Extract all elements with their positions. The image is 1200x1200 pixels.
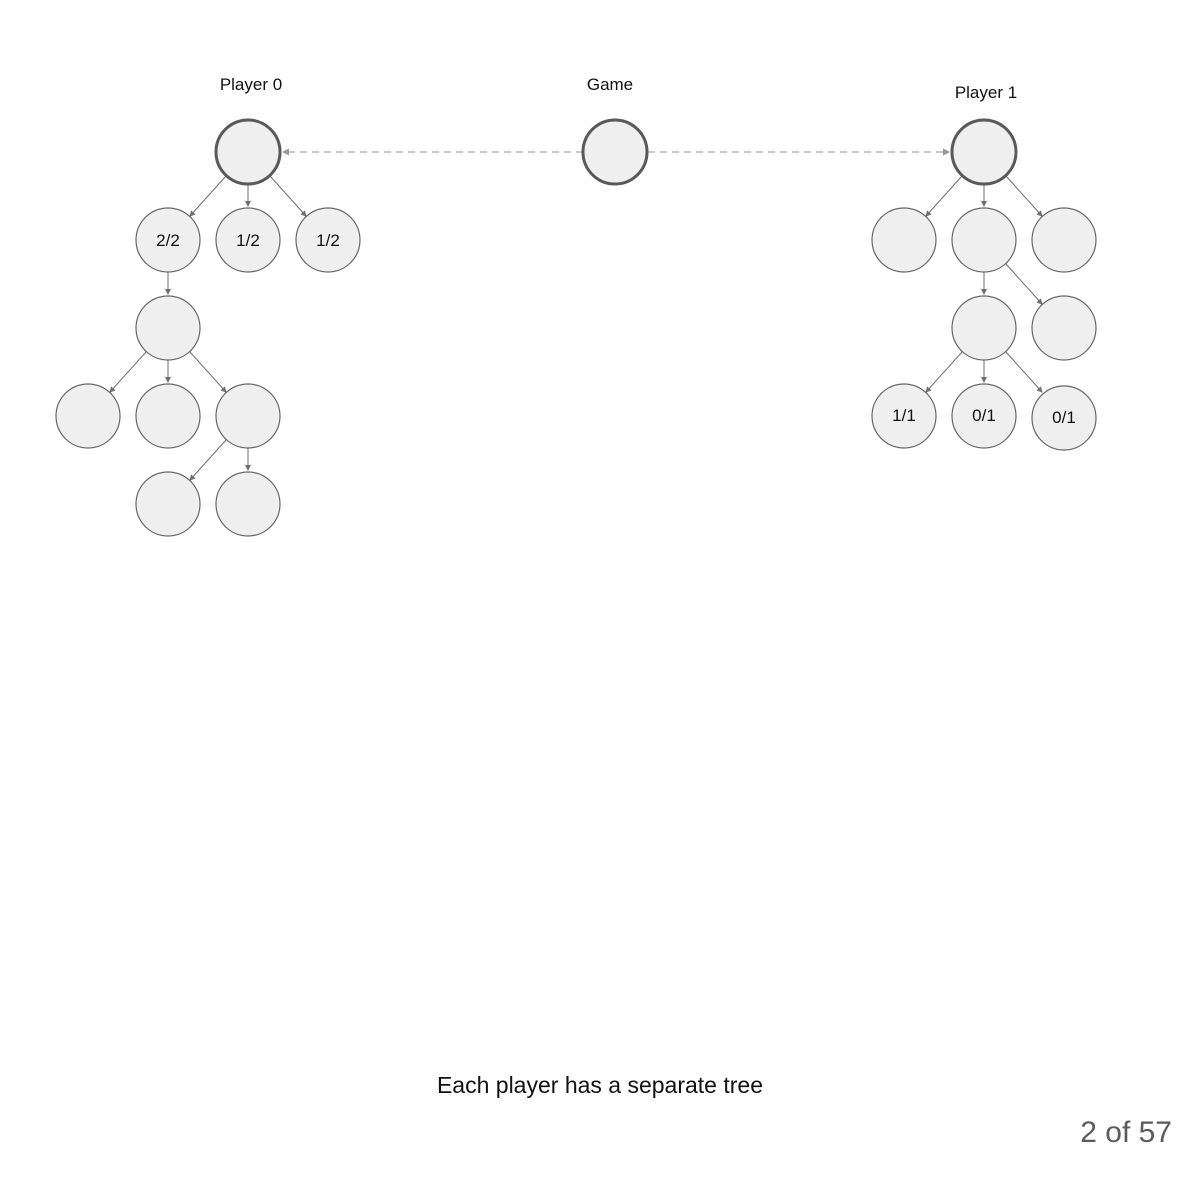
player0-node-1-2-b: 1/2 <box>295 207 361 273</box>
player0-node-level4-b <box>215 471 281 537</box>
node-label: 0/1 <box>972 406 996 425</box>
page-counter: 2 of 57 <box>1080 1116 1172 1149</box>
player1-node-1-1: 1/1 <box>871 383 937 449</box>
player0-node-1-2-a: 1/2 <box>215 207 281 273</box>
player0-title: Player 0 <box>220 75 282 94</box>
player1-node-level1-c <box>1031 207 1097 273</box>
node-label: 1/1 <box>892 406 916 425</box>
node-label: 1/2 <box>236 231 260 250</box>
player0-edges <box>109 175 307 481</box>
player0-node-level3-c <box>215 383 281 449</box>
player0-node-level3-b <box>135 383 201 449</box>
node-label: 2/2 <box>156 231 180 250</box>
player0-node-2-2: 2/2 <box>135 207 201 273</box>
player0-root-node <box>214 118 282 186</box>
slide-caption: Each player has a separate tree <box>436 1072 764 1098</box>
player0-node-level4-a <box>135 471 201 537</box>
player1-node-level2-b <box>1031 295 1097 361</box>
player1-node-0-1-b: 0/1 <box>1031 385 1097 451</box>
player1-root-node <box>950 118 1018 186</box>
game-root-node <box>581 118 649 186</box>
node-label: 1/2 <box>316 231 340 250</box>
player1-node-level1-b <box>951 207 1017 273</box>
player0-node-level2 <box>135 295 201 361</box>
player0-node-level3-a <box>55 383 121 449</box>
node-label: 0/1 <box>1052 408 1076 427</box>
player1-node-level1-a <box>871 207 937 273</box>
player1-node-level2-a <box>951 295 1017 361</box>
player1-node-0-1-a: 0/1 <box>951 383 1017 449</box>
player1-edges <box>925 175 1043 393</box>
game-title: Game <box>587 75 633 94</box>
player1-title: Player 1 <box>955 83 1017 102</box>
